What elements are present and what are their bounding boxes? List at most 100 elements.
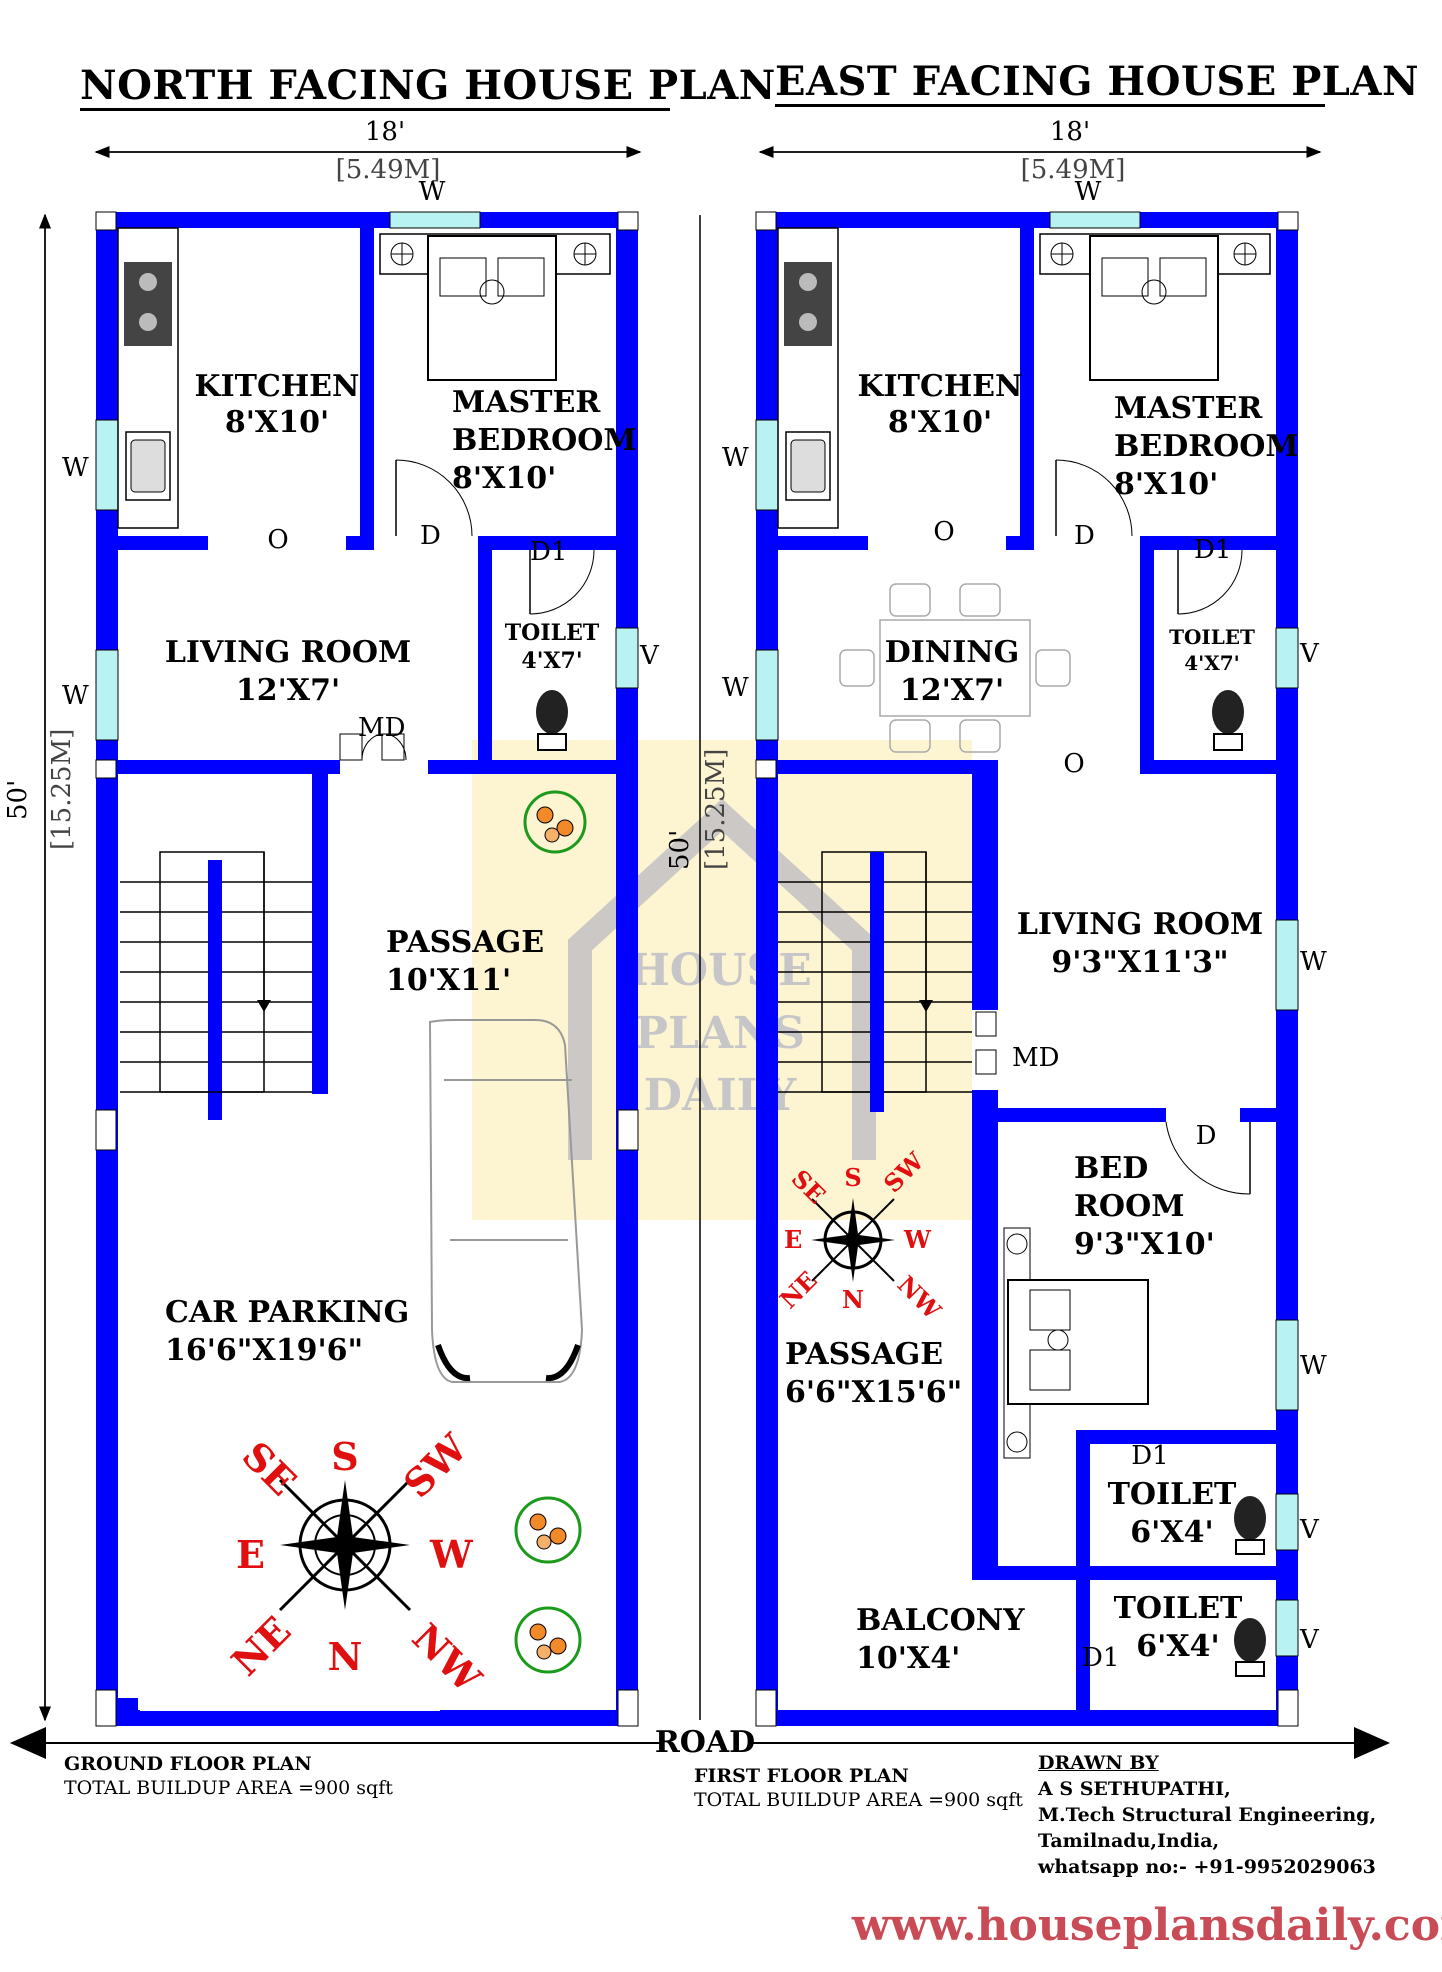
ground-floor-label: GROUND FLOOR PLAN	[64, 1753, 312, 1775]
credits-name: A S SETHUPATHI,	[1038, 1778, 1231, 1800]
credits-contact: whatsapp no:- +91-9952029063	[1038, 1856, 1376, 1878]
north-compass-s: S	[331, 1434, 358, 1479]
east-living-label: LIVING ROOM	[1017, 907, 1263, 942]
plant-icon	[514, 1606, 582, 1674]
east-window-kitchen: W	[722, 443, 749, 473]
east-compass-w: W	[903, 1225, 932, 1254]
east-toilet2-door: D1	[1131, 1441, 1168, 1471]
east-window-dining: W	[722, 673, 749, 703]
ground-floor-area: TOTAL BUILDUP AREA =900 sqft	[64, 1777, 393, 1799]
east-compass-nw: NW	[892, 1270, 948, 1326]
east-dining-label: DINING	[885, 635, 1020, 670]
east-compass-ne: NE	[774, 1265, 823, 1314]
east-toilet2-label: TOILET	[1108, 1477, 1237, 1512]
north-title-underline	[80, 108, 670, 111]
east-main-door: MD	[1012, 1043, 1059, 1073]
watermark-line1: HOUSE	[628, 945, 812, 996]
north-living-label: LIVING ROOM	[165, 635, 411, 670]
east-window-top: W	[1075, 177, 1102, 207]
watermark: HOUSE PLANS DAILY	[472, 740, 972, 1220]
north-parking-label: CAR PARKING	[165, 1295, 409, 1330]
east-toilet3-door: D1	[1082, 1643, 1119, 1673]
east-compass-s: S	[844, 1163, 861, 1192]
north-compass-w: W	[429, 1532, 474, 1577]
north-vent: V	[639, 641, 660, 671]
east-bedroom2-size: 9'3"X10'	[1074, 1227, 1215, 1262]
north-plan-title: NORTH FACING HOUSE PLAN	[80, 62, 776, 109]
east-compass-n: N	[842, 1285, 864, 1314]
north-compass-sw: SW	[395, 1424, 477, 1506]
east-vent-2: V	[1299, 1515, 1320, 1545]
east-plan	[755, 211, 1299, 1727]
east-width-ft: 18'	[1050, 117, 1090, 147]
north-plan	[95, 211, 639, 1727]
east-window-living: W	[1300, 947, 1327, 977]
north-master-label: MASTER	[452, 385, 601, 420]
north-width-ft: 18'	[365, 117, 405, 147]
ground-floor-note: GROUND FLOOR PLAN TOTAL BUILDUP AREA =90…	[64, 1752, 393, 1800]
north-window-living: W	[62, 681, 89, 711]
east-balcony-label: BALCONY	[856, 1603, 1025, 1638]
first-floor-label: FIRST FLOOR PLAN	[694, 1765, 909, 1787]
plant-icon	[514, 1496, 582, 1564]
east-master-label: MASTER	[1114, 391, 1263, 426]
north-window-top: W	[419, 177, 446, 207]
north-bedroom-label: BEDROOM	[452, 423, 637, 458]
north-opening: O	[267, 525, 288, 555]
north-passage-label: PASSAGE	[386, 925, 544, 960]
east-plan-title: EAST FACING HOUSE PLAN	[775, 58, 1420, 105]
credits-location: Tamilnadu,India,	[1038, 1830, 1220, 1852]
compass-icon	[811, 1198, 895, 1282]
east-compass-e: E	[784, 1225, 802, 1254]
north-toilet-label: TOILET	[505, 620, 600, 646]
north-passage-size: 10'X11'	[386, 963, 511, 998]
compass-icon	[278, 1478, 412, 1612]
east-bedroom-label: BEDROOM	[1114, 429, 1299, 464]
north-main-door: MD	[358, 713, 405, 743]
east-title-underline	[775, 104, 1325, 107]
north-living-size: 12'X7'	[236, 673, 340, 708]
north-door: D	[420, 521, 441, 551]
east-dining-opening: O	[1063, 749, 1084, 779]
website-link[interactable]: www.houseplansdaily.com	[852, 1900, 1442, 1951]
east-room-label: ROOM	[1074, 1189, 1184, 1224]
east-kitchen-label: KITCHEN	[858, 369, 1023, 404]
east-vent: V	[1299, 639, 1320, 669]
east-passage-label: PASSAGE	[785, 1337, 943, 1372]
east-dining-size: 12'X7'	[900, 673, 1004, 708]
credits-block: DRAWN BY A S SETHUPATHI, M.Tech Structur…	[1038, 1750, 1376, 1880]
north-compass-nw: NW	[404, 1615, 491, 1702]
east-length-m: [15.25M]	[701, 749, 731, 870]
first-floor-area: TOTAL BUILDUP AREA =900 sqft	[694, 1789, 1023, 1811]
east-bed-label: BED	[1074, 1151, 1148, 1186]
north-parking-size: 16'6"X19'6"	[165, 1333, 363, 1368]
east-passage-size: 6'6"X15'6"	[785, 1375, 962, 1410]
credits-heading: DRAWN BY	[1038, 1752, 1159, 1774]
north-width-m: [5.49M]	[336, 155, 441, 185]
dimension-lines	[10, 146, 1390, 1759]
road-label: ROAD	[655, 1725, 755, 1760]
north-length-ft: 50'	[3, 780, 33, 820]
east-toilet-size: 4'X7'	[1184, 651, 1240, 675]
east-door: D	[1074, 521, 1095, 551]
east-vent-3: V	[1299, 1625, 1320, 1655]
east-living-size: 9'3"X11'3"	[1051, 945, 1228, 980]
east-window-bedroom: W	[1300, 1351, 1327, 1381]
north-toilet-size: 4'X7'	[521, 648, 582, 674]
east-toilet-label: TOILET	[1169, 625, 1255, 649]
east-length-ft: 50'	[665, 830, 695, 870]
east-toilet3-size: 6'X4'	[1136, 1629, 1219, 1664]
north-compass-ne: NE	[223, 1607, 300, 1684]
north-length-m: [15.25M]	[47, 729, 77, 850]
north-window-kitchen: W	[62, 453, 89, 483]
first-floor-note: FIRST FLOOR PLAN TOTAL BUILDUP AREA =900…	[694, 1764, 1023, 1812]
north-kitchen-size: 8'X10'	[225, 405, 329, 440]
credits-degree: M.Tech Structural Engineering,	[1038, 1804, 1377, 1826]
north-master-size: 8'X10'	[452, 461, 556, 496]
north-compass-n: N	[328, 1634, 363, 1679]
east-bedroom-door: D	[1196, 1121, 1217, 1151]
east-width-m: [5.49M]	[1021, 155, 1126, 185]
east-balcony-size: 10'X4'	[856, 1641, 960, 1676]
east-toilet2-size: 6'X4'	[1130, 1515, 1213, 1550]
north-compass-e: E	[236, 1532, 265, 1577]
